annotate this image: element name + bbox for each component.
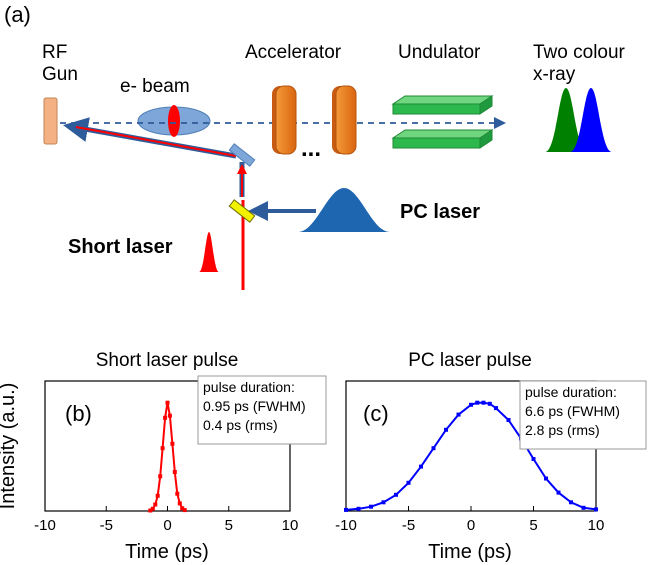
chart-b-point (153, 502, 158, 507)
chart-c-xtick-label: 0 (467, 517, 475, 534)
panel-a: (a) RF Gun e- beam Accelerator ... Undul… (4, 2, 626, 290)
chart-c-xtick-label: 5 (529, 517, 537, 534)
chart-b-xtick-label: 0 (163, 517, 171, 534)
rf-gun-label-line1: RF (42, 42, 67, 63)
chart-c-point (506, 418, 511, 422)
chart-b-point (155, 493, 160, 498)
chart-c-point (406, 480, 411, 485)
chart-b-point (160, 446, 165, 451)
chart-b-annotation-line3: 0.4 ps (rms) (203, 417, 278, 433)
pc-laser-label: PC laser (400, 201, 480, 223)
chart-b-point (175, 491, 180, 496)
xray-label-line1: Two colour (533, 42, 626, 63)
chart-c-point (456, 412, 461, 417)
ebeam-laser-spot (168, 105, 180, 137)
chart-c-panel-tag: (c) (363, 401, 389, 426)
chart-b-point (148, 508, 153, 513)
combined-beam-to-gun-red (75, 126, 237, 157)
chart-b-xtick-labels: -10 -5 0 5 10 (34, 517, 298, 534)
chart-b-ylabel: Intensity (a.u.) (0, 383, 19, 510)
accelerator-dots: ... (301, 135, 321, 162)
chart-c-xtick-label: -5 (402, 517, 415, 534)
chart-b-point (172, 470, 177, 474)
chart-c-title: PC laser pulse (408, 350, 532, 371)
chart-c-series (344, 400, 598, 512)
chart-c-point (544, 476, 548, 481)
rf-gun-cathode (43, 97, 58, 145)
chart-short-laser: Short laser pulse Intensity (a.u.) -10 -5… (0, 350, 327, 563)
chart-c-point (369, 504, 373, 509)
short-laser-label: Short laser (68, 236, 173, 258)
chart-b-annotation: pulse duration: 0.95 ps (FWHM) 0.4 ps (r… (197, 375, 327, 445)
chart-c-point (356, 506, 361, 511)
chart-c-point (487, 401, 492, 406)
chart-c-point (431, 446, 436, 451)
chart-c-annotation-line2: 6.6 ps (FWHM) (525, 403, 620, 419)
beam-splitter (228, 199, 256, 223)
chart-c-point (531, 457, 536, 461)
chart-c-point (494, 406, 498, 411)
chart-c-annotation-line1: pulse duration: (525, 384, 617, 400)
chart-c-point (556, 490, 561, 495)
undulator-magnet-bottom (391, 129, 494, 149)
chart-c-point (469, 402, 473, 407)
chart-b-ticks (44, 506, 291, 511)
chart-c-point (419, 464, 423, 469)
chart-c-point (381, 500, 386, 505)
chart-c-point (569, 500, 573, 505)
chart-c-point (394, 492, 398, 497)
chart-c-xlabel: Time (ps) (428, 541, 512, 563)
chart-b-point (177, 501, 182, 506)
chart-c-ticks (345, 506, 597, 511)
xray-pulse-blue (570, 88, 612, 152)
accelerator-cavity-2 (332, 85, 357, 155)
chart-b-panel-tag: (b) (65, 401, 92, 426)
chart-c-xtick-label: -10 (335, 517, 357, 534)
mirror (228, 143, 256, 167)
xray-pulse-green (545, 88, 587, 152)
xray-label-line2: x-ray (533, 64, 576, 85)
chart-b-xtick-label: 10 (282, 517, 299, 534)
rf-gun-label-line2: Gun (42, 64, 78, 85)
panel-a-tag: (a) (4, 2, 31, 27)
ebeam-label: e- beam (120, 76, 190, 97)
chart-b-point (163, 415, 168, 420)
chart-c-point (481, 400, 486, 405)
chart-pc-laser: PC laser pulse -10 -5 0 5 10 (c) pulse durat… (335, 350, 647, 563)
accelerator-label: Accelerator (245, 42, 342, 63)
chart-c-point (594, 507, 598, 512)
chart-c-point (581, 505, 586, 510)
chart-b-point (167, 413, 172, 418)
chart-b-series (148, 400, 187, 513)
accelerator-cavity-1 (272, 85, 297, 155)
chart-b-point (170, 441, 175, 446)
pc-laser-pulse-shape (298, 188, 390, 232)
chart-c-annotation-line3: 2.8 ps (rms) (525, 422, 600, 438)
short-laser-pulse-shape (199, 232, 219, 272)
chart-c-point (344, 507, 348, 512)
chart-b-annotation-line1: pulse duration: (203, 379, 295, 395)
chart-c-point (444, 427, 448, 432)
chart-b-point (158, 474, 163, 479)
chart-b-point (165, 400, 170, 405)
chart-b-title: Short laser pulse (96, 350, 239, 371)
undulator-magnet-top (391, 95, 494, 115)
chart-b-xlabel: Time (ps) (125, 541, 209, 563)
chart-c-xtick-labels: -10 -5 0 5 10 (335, 517, 604, 534)
chart-b-point (150, 506, 155, 511)
chart-b-xtick-label: -5 (100, 517, 113, 534)
chart-c-xtick-label: 10 (588, 517, 605, 534)
chart-b-annotation-line2: 0.95 ps (FWHM) (203, 398, 306, 414)
chart-b-xtick-label: 5 (225, 517, 233, 534)
chart-b-line (149, 402, 186, 512)
beam-axis-arrowhead (494, 117, 506, 129)
chart-b-xtick-label: -10 (34, 517, 56, 534)
chart-c-annotation: pulse duration: 6.6 ps (FWHM) 2.8 ps (rm… (519, 380, 647, 450)
chart-c-point (475, 400, 480, 405)
chart-b-point (180, 506, 185, 511)
undulator-label: Undulator (398, 42, 481, 63)
chart-b-point (182, 508, 187, 513)
